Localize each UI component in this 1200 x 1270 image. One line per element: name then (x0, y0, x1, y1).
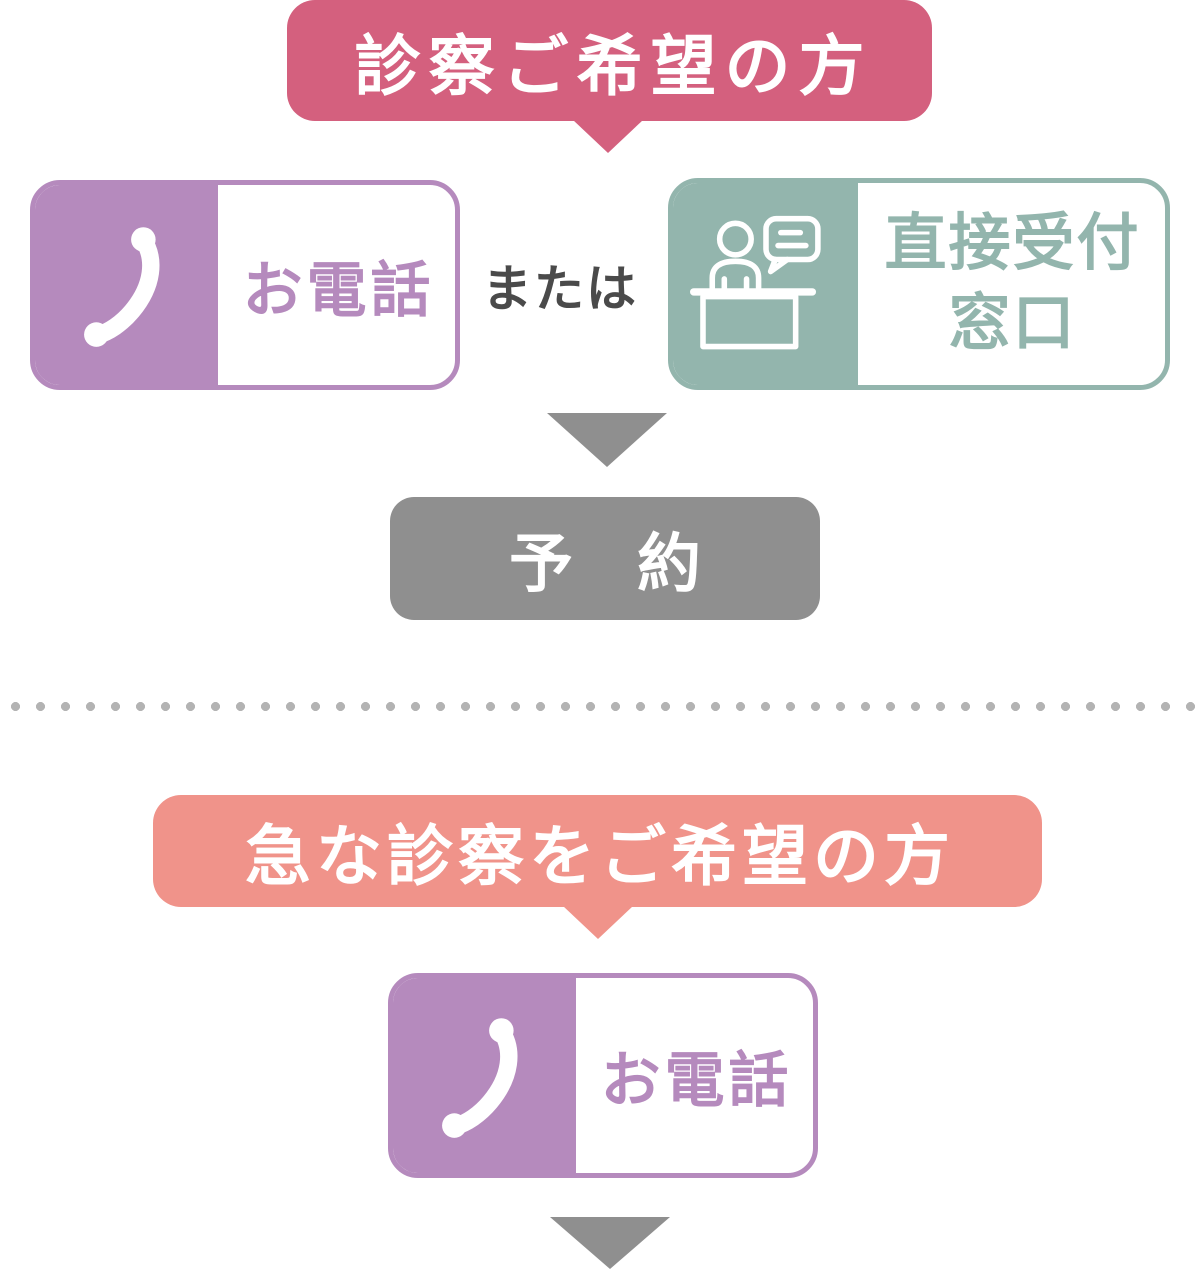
banner-urgent: 急な診察をご希望の方 (153, 795, 1042, 907)
phone-receiver-icon (81, 221, 173, 349)
phone-option-urgent-label: お電話 (600, 1047, 793, 1114)
or-connector-text: または (482, 261, 638, 317)
receptionist-desk-icon (687, 215, 845, 354)
option-phone: お電話 (30, 180, 460, 390)
down-arrow-icon (547, 413, 667, 467)
reservation-step: 予 約 (390, 497, 820, 620)
reception-label-line2: 窓口 (948, 289, 1077, 358)
option-reception: 直接受付 窓口 (668, 178, 1170, 390)
down-arrow-icon (550, 1217, 670, 1269)
phone-icon-panel (393, 978, 576, 1173)
banner-consultation-tail (573, 120, 643, 153)
dotted-divider (0, 701, 1200, 712)
reception-label-line1: 直接受付 (884, 209, 1141, 278)
banner-urgent-tail (563, 906, 633, 939)
phone-receiver-icon (439, 1012, 531, 1140)
option-phone-urgent: お電話 (388, 973, 818, 1178)
reception-option-label: 直接受付 窓口 (858, 183, 1165, 385)
banner-consultation: 診察ご希望の方 (287, 0, 932, 121)
phone-option-label: お電話 (242, 256, 435, 324)
phone-icon-panel (35, 185, 218, 385)
reception-icon-panel (673, 183, 858, 385)
